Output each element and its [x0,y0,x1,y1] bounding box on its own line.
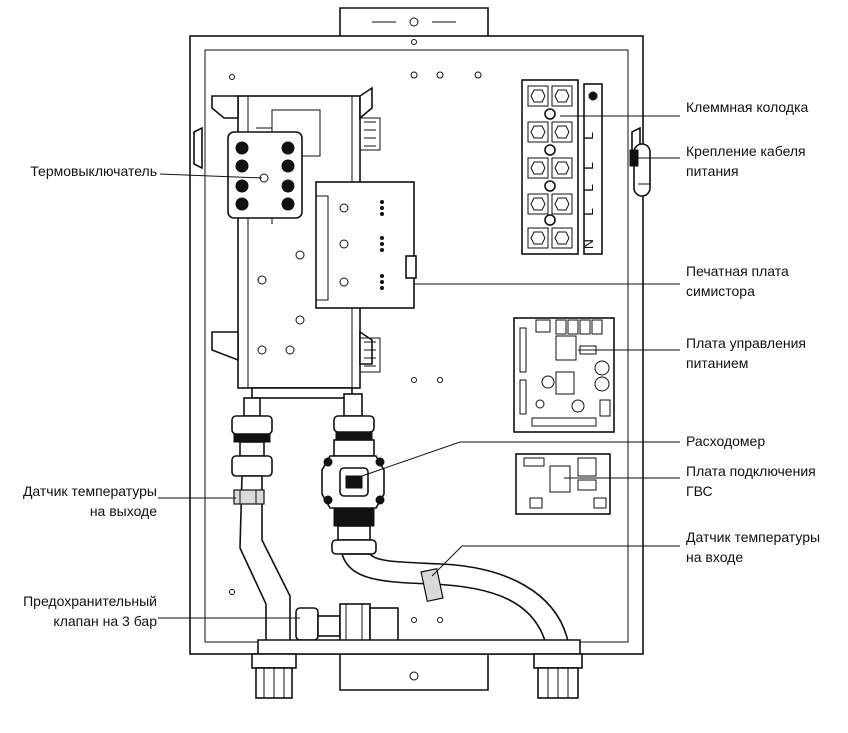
bottom-rail [257,639,581,655]
label-dhw-board-line2: ГВС [686,483,713,499]
outlet-pipe-assembly [231,397,291,655]
cable-mount [629,143,651,197]
label-inlet-sensor: Датчик температуры [686,529,820,545]
label-thermostat: Термовыключатель [30,163,157,179]
terminal-mark: L [580,208,596,216]
label-triac-board: Печатная плата [686,263,789,279]
safety-valve [295,603,399,645]
flowmeter-pipe-assembly [321,393,385,555]
thermostat [227,127,303,224]
label-safety-valve: Предохранительный [23,593,157,609]
label-flowmeter: Расходомер [686,433,765,449]
label-power-board: Плата управления [686,335,806,351]
label-power-board-line2: питанием [686,355,748,371]
terminal-mark: L [580,162,596,170]
top-mounting-bracket [339,7,489,36]
bottom-mounting-bracket [339,655,489,691]
power-control-board [513,317,615,433]
triac-board [315,181,417,309]
callouts: Клеммная колодка Крепление кабеля питани… [23,99,820,629]
label-cable-mount: Крепление кабеля [686,143,806,159]
label-dhw-board: Плата подключения [686,463,816,479]
inlet-fitting [533,653,583,699]
dhw-connection-board [515,453,611,515]
label-safety-valve-line2: клапан на 3 бар [53,613,157,629]
inlet-temp-sensor [420,567,444,603]
terminal-block: L L L L N [521,79,603,255]
label-terminal-block: Клеммная колодка [686,99,809,115]
left-latch [193,126,203,170]
terminal-mark: L [580,184,596,192]
label-cable-mount-line2: питания [686,163,739,179]
mounting-screws [229,39,482,623]
terminal-mark: L [580,132,596,140]
label-triac-board-line2: симистора [686,283,755,299]
label-outlet-sensor-line2: на выходе [90,503,157,519]
label-outlet-sensor: Датчик температуры [23,483,157,499]
leader-lines [158,115,680,619]
label-inlet-sensor-line2: на входе [686,549,743,565]
terminal-mark: N [580,239,596,249]
outlet-fitting [251,653,297,699]
